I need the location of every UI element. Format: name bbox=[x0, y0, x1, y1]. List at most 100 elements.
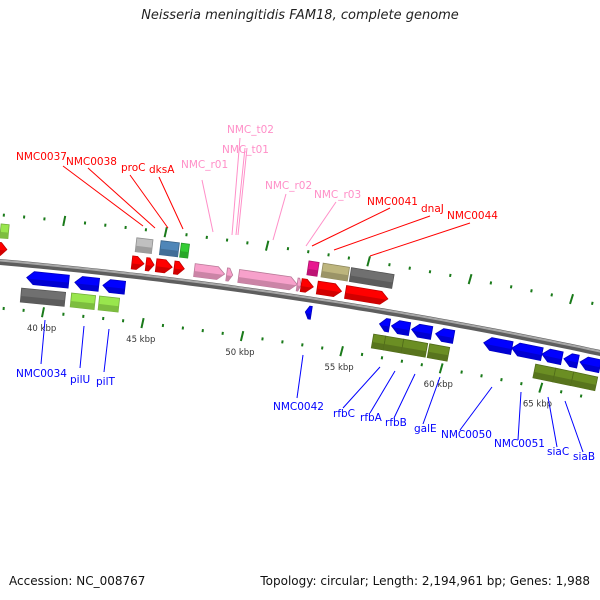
major-tick-top bbox=[62, 215, 67, 227]
feature-label[interactable]: NMC_r01 bbox=[181, 159, 228, 171]
label-leader-line bbox=[79, 325, 85, 369]
feature-label[interactable]: dksA bbox=[149, 164, 175, 176]
forward-feature-arrow[interactable] bbox=[295, 277, 302, 292]
forward-feature-box[interactable] bbox=[0, 223, 10, 240]
feature-label[interactable]: galE bbox=[414, 423, 437, 435]
label-leader-line bbox=[369, 370, 396, 414]
feature-label[interactable]: NMC0038 bbox=[66, 156, 117, 168]
feature-label[interactable]: pilU bbox=[70, 374, 90, 386]
feature-label[interactable]: NMC0034 bbox=[16, 368, 67, 380]
reverse-feature-arrow[interactable] bbox=[378, 318, 392, 333]
feature-label[interactable]: NMC0037 bbox=[16, 151, 67, 163]
map-title: Neisseria meningitidis FAM18, complete g… bbox=[141, 8, 459, 23]
major-tick-bottom bbox=[538, 382, 544, 393]
reverse-feature-arrow[interactable] bbox=[483, 337, 514, 355]
feature-label[interactable]: rfbC bbox=[333, 408, 355, 420]
forward-feature-arrow[interactable] bbox=[144, 257, 155, 272]
forward-feature-arrow[interactable] bbox=[237, 269, 298, 291]
reverse-feature-arrow[interactable] bbox=[411, 323, 434, 340]
feature-label[interactable]: siaB bbox=[573, 451, 595, 463]
feature-shade bbox=[380, 325, 390, 332]
feature-label[interactable]: NMC_t01 bbox=[222, 144, 269, 156]
feature-label[interactable]: NMC0050 bbox=[441, 429, 492, 441]
major-tick-bottom bbox=[339, 345, 344, 357]
minor-tick-bottom bbox=[500, 378, 503, 382]
reverse-feature-box[interactable] bbox=[552, 367, 575, 387]
forward-feature-box[interactable] bbox=[320, 262, 350, 282]
forward-feature-arrow[interactable] bbox=[154, 258, 173, 274]
reverse-feature-arrow[interactable] bbox=[563, 353, 580, 369]
feature-shade bbox=[75, 283, 99, 292]
feature-label[interactable]: siaC bbox=[547, 446, 569, 458]
forward-feature-arrow[interactable] bbox=[344, 285, 389, 305]
feature-shade bbox=[564, 359, 578, 368]
reverse-feature-arrow[interactable] bbox=[541, 348, 564, 366]
feature-label[interactable]: NMC_r02 bbox=[265, 180, 312, 192]
forward-feature-arrow[interactable] bbox=[315, 280, 343, 298]
backbone-line bbox=[0, 258, 600, 357]
feature-label[interactable]: rfbA bbox=[360, 412, 383, 424]
reverse-feature-box[interactable] bbox=[69, 292, 97, 310]
reverse-feature-arrow[interactable] bbox=[390, 320, 412, 336]
tick-label: 65 kbp bbox=[523, 399, 552, 409]
feature-label[interactable]: pilT bbox=[96, 376, 115, 388]
feature-shade bbox=[27, 278, 69, 289]
minor-tick-top bbox=[408, 266, 411, 270]
forward-feature-arrow[interactable] bbox=[225, 267, 234, 282]
feature-shade bbox=[70, 301, 95, 310]
label-leader-line bbox=[305, 201, 337, 247]
forward-feature-box[interactable] bbox=[134, 237, 154, 255]
feature-shade bbox=[580, 363, 600, 373]
feature-shade bbox=[0, 231, 9, 239]
feature-shade bbox=[155, 266, 172, 273]
feature-label[interactable]: NMC0044 bbox=[447, 210, 498, 222]
reverse-feature-box[interactable] bbox=[426, 343, 451, 362]
feature-shade bbox=[401, 347, 427, 358]
label-leader-line bbox=[103, 328, 110, 373]
forward-feature-box[interactable] bbox=[348, 267, 395, 289]
forward-feature-box[interactable] bbox=[179, 242, 190, 259]
reverse-feature-arrow[interactable] bbox=[304, 305, 313, 320]
major-tick-top bbox=[467, 273, 473, 285]
forward-feature-arrow[interactable] bbox=[0, 242, 8, 256]
reverse-feature-box[interactable] bbox=[19, 287, 67, 307]
reverse-feature-arrow[interactable] bbox=[74, 276, 101, 292]
feature-label[interactable]: NMC_r03 bbox=[314, 189, 361, 201]
reverse-feature-arrow[interactable] bbox=[102, 279, 127, 295]
feature-label[interactable]: rfbB bbox=[385, 417, 407, 429]
minor-tick-top bbox=[530, 289, 533, 293]
forward-feature-arrow[interactable] bbox=[299, 278, 314, 293]
feature-shade bbox=[131, 263, 143, 270]
tick-label: 55 kbp bbox=[324, 363, 353, 373]
feature-shade bbox=[145, 265, 153, 271]
label-leader-line bbox=[342, 366, 381, 409]
tick-label: 60 kbp bbox=[424, 380, 453, 390]
forward-feature-arrow[interactable] bbox=[172, 260, 185, 275]
feature-shade bbox=[173, 268, 184, 275]
reverse-feature-box[interactable] bbox=[532, 363, 557, 383]
minor-tick-top bbox=[509, 285, 513, 289]
reverse-feature-box[interactable] bbox=[400, 338, 429, 358]
reverse-feature-box[interactable] bbox=[382, 335, 405, 354]
feature-label[interactable]: NMC0042 bbox=[273, 401, 324, 413]
major-tick-top bbox=[264, 240, 270, 251]
feature-label[interactable]: proC bbox=[121, 162, 146, 174]
forward-feature-arrow[interactable] bbox=[193, 263, 226, 280]
forward-feature-box[interactable] bbox=[158, 240, 180, 258]
backbone-highlight bbox=[0, 259, 600, 353]
forward-feature-box[interactable] bbox=[306, 260, 320, 277]
reverse-feature-arrow[interactable] bbox=[511, 342, 544, 361]
reverse-feature-arrow[interactable] bbox=[26, 271, 70, 289]
feature-label[interactable]: dnaJ bbox=[421, 203, 444, 215]
feature-label[interactable]: NMC0041 bbox=[367, 196, 418, 208]
reverse-feature-arrow[interactable] bbox=[579, 356, 600, 374]
forward-feature-arrow[interactable] bbox=[130, 255, 145, 270]
reverse-feature-box[interactable] bbox=[97, 295, 121, 313]
reverse-feature-arrow[interactable] bbox=[435, 328, 456, 344]
feature-label[interactable]: NMC0051 bbox=[494, 438, 545, 450]
tick-label: 50 kbp bbox=[225, 348, 254, 358]
feature-label[interactable]: NMC_t02 bbox=[227, 124, 274, 136]
reverse-feature-box[interactable] bbox=[570, 371, 599, 392]
